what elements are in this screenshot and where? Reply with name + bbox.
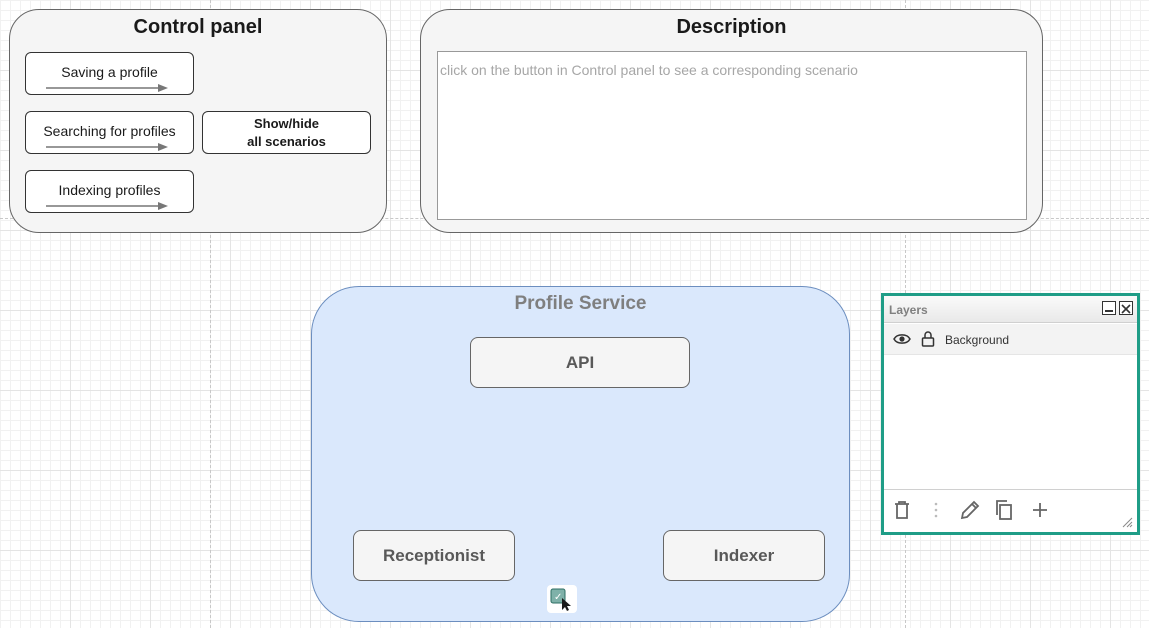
duplicate-icon[interactable] — [992, 498, 1016, 522]
description-text-area[interactable]: click on the button in Control panel to … — [437, 51, 1027, 220]
description-placeholder: click on the button in Control panel to … — [440, 62, 858, 78]
resize-handle-icon[interactable] — [1121, 516, 1133, 528]
minimize-button[interactable] — [1102, 301, 1116, 315]
indexer-component[interactable]: Indexer — [663, 530, 825, 581]
plus-icon[interactable] — [1028, 498, 1052, 522]
close-button[interactable] — [1119, 301, 1133, 315]
page-break-vertical-left — [210, 0, 211, 628]
saving-profile-button[interactable]: Saving a profile — [25, 52, 194, 95]
show-hide-all-scenarios-button[interactable]: Show/hide all scenarios — [202, 111, 371, 154]
arrow-right-icon — [46, 84, 168, 92]
minimize-icon — [1105, 310, 1113, 312]
searching-profiles-label: Searching for profiles — [43, 123, 176, 139]
indexing-profiles-label: Indexing profiles — [58, 182, 161, 198]
more-vertical-icon[interactable] — [924, 498, 948, 522]
layers-header[interactable]: Layers — [884, 296, 1137, 323]
svg-text:✓: ✓ — [554, 592, 562, 603]
api-component[interactable]: API — [470, 337, 690, 388]
indexing-profiles-button[interactable]: Indexing profiles — [25, 170, 194, 213]
layers-toolbar — [884, 489, 1137, 532]
description-panel: Description click on the button in Contr… — [420, 9, 1043, 233]
layer-name: Background — [945, 333, 1010, 347]
trash-icon[interactable] — [890, 498, 914, 522]
arrow-right-icon — [46, 143, 168, 151]
layers-panel: Layers Background — [881, 293, 1140, 535]
link-cursor-icon: ✓ — [550, 588, 571, 611]
pencil-icon[interactable] — [958, 498, 982, 522]
layers-title: Layers — [889, 303, 928, 317]
lock-icon[interactable] — [921, 330, 935, 347]
description-title: Description — [676, 16, 787, 38]
saving-profile-label: Saving a profile — [61, 64, 158, 80]
layer-row[interactable]: Background — [884, 324, 1137, 355]
eye-icon[interactable] — [893, 332, 911, 346]
control-panel-title: Control panel — [133, 16, 263, 38]
close-icon — [1121, 304, 1131, 314]
receptionist-component[interactable]: Receptionist — [353, 530, 515, 581]
edit-link-handle[interactable]: ✓ — [547, 585, 577, 613]
profile-service-title: Profile Service — [514, 293, 647, 314]
profile-service-container[interactable]: Profile Service API Receptionist Indexer… — [311, 286, 850, 622]
searching-profiles-button[interactable]: Searching for profiles — [25, 111, 194, 154]
arrow-right-icon — [46, 202, 168, 210]
control-panel: Control panel Saving a profile Searching… — [9, 9, 387, 233]
